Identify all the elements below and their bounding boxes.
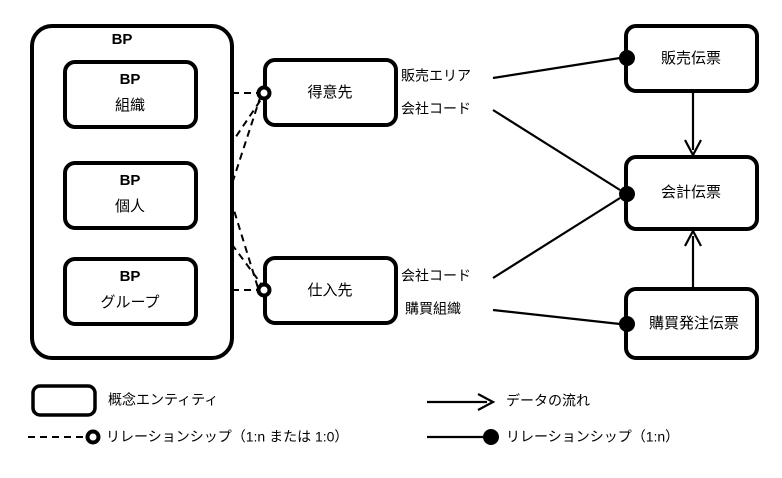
rel-company-code-top-to-accounting-slip: [492, 109, 621, 191]
entity-bp-person-label-line2: 個人: [115, 198, 145, 215]
solid-relationship-group: [492, 56, 621, 326]
flow-purchase-to-accounting-arrowhead: [684, 228, 702, 247]
entity-bp-org-label-line1: BP: [120, 71, 141, 88]
entity-bp-group-label-line1: BP: [120, 268, 141, 285]
rel-company-code-bottom-to-accounting-slip: [492, 197, 621, 279]
attribute-sales-area: 販売エリア: [401, 68, 471, 84]
entity-bp-person-label-line1: BP: [120, 172, 141, 189]
entity-accounting-slip-label: 会計伝票: [661, 184, 721, 201]
entity-bp-org-label-line2: 組織: [115, 97, 145, 114]
entity-purchase-order-slip-label: 購買発注伝票: [649, 315, 739, 332]
entity-bp-person[interactable]: [63, 161, 198, 230]
entity-bp-group[interactable]: [63, 257, 198, 326]
entity-bp-container-label: BP: [112, 31, 133, 48]
attribute-purchasing-org: 購買組織: [405, 301, 461, 317]
data-flow-group: [684, 91, 702, 289]
attribute-company-code-top: 会社コード: [401, 101, 471, 117]
entity-bp-org[interactable]: [63, 60, 198, 129]
relationship-marker-accounting-slip: [619, 186, 635, 202]
legend-relationship-1n-label: リレーションシップ（1:n）: [506, 429, 679, 445]
entity-bp-group-label-line2: グループ: [100, 294, 159, 311]
legend-flow-arrowhead-icon: [477, 393, 496, 411]
rel-sales-area-to-sales-slip: [492, 56, 621, 80]
relationship-marker-sales-slip: [619, 50, 635, 66]
legend-entity-swatch: [31, 384, 97, 417]
legend-filled-circle-icon: [483, 429, 499, 445]
entity-sales-slip-label: 販売伝票: [661, 50, 721, 67]
legend-relationship-1n-or-10-label: リレーションシップ（1:n または 1:0）: [106, 429, 348, 445]
entity-customer-label: 得意先: [307, 83, 352, 101]
rel-purchasing-org-to-purchase-order-slip: [492, 308, 621, 326]
relationship-marker-supplier: [256, 282, 272, 298]
legend-data-flow-label: データの流れ: [506, 393, 590, 409]
entity-supplier-label: 仕入先: [307, 282, 352, 299]
attribute-company-code-bottom: 会社コード: [401, 268, 471, 284]
legend-entity-label: 概念エンティティ: [108, 392, 218, 408]
flow-sales-to-accounting-arrowhead: [684, 139, 702, 158]
relationship-marker-customer: [256, 85, 272, 101]
relationship-marker-purchase-order-slip: [619, 316, 635, 332]
legend-hollow-circle-icon: [85, 429, 101, 445]
rel-bp-person-to-customer: [195, 97, 263, 197]
legend: 概念エンティティ リレーションシップ（1:n または 1:0） データの流れ リ…: [28, 384, 679, 445]
